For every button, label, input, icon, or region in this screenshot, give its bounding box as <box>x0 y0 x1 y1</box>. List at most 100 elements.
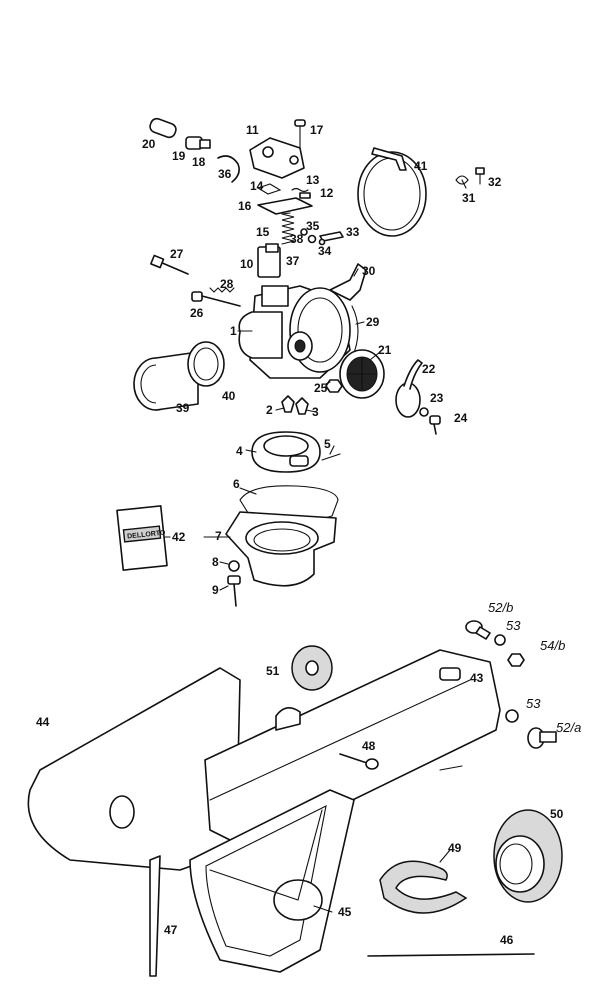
callout-33: 33 <box>346 225 360 239</box>
callout-44: 44 <box>36 715 50 729</box>
callout-42: 42 <box>172 530 186 544</box>
callout-48: 48 <box>362 739 376 753</box>
part-20-cap <box>149 117 177 139</box>
callout-7: 7 <box>215 529 222 543</box>
part-9-bolt <box>227 575 241 607</box>
part-24-screw <box>429 415 441 435</box>
callout-40: 40 <box>222 389 236 403</box>
callout-50: 50 <box>550 807 564 821</box>
callout-22: 22 <box>422 362 436 376</box>
part-54b-nut <box>507 653 525 667</box>
part-28-spring <box>209 287 235 293</box>
callout-24: 24 <box>454 411 468 425</box>
part-1-carburetor-body <box>238 285 351 379</box>
callout-52b: 52/b <box>488 600 513 615</box>
callout-36: 36 <box>218 167 232 181</box>
part-32-screw <box>475 167 485 185</box>
part-48-screw <box>339 753 379 770</box>
part-34-washer <box>318 238 326 246</box>
part-27-screw <box>150 254 189 275</box>
part-53-washer-top <box>494 634 506 646</box>
callout-13: 13 <box>306 173 320 187</box>
part-52a-screw <box>527 727 557 749</box>
callout-29: 29 <box>366 315 380 329</box>
part-16-plate <box>257 197 313 215</box>
callout-47: 47 <box>164 923 178 937</box>
callout-54b: 54/b <box>540 638 565 653</box>
callout-38: 38 <box>290 232 304 246</box>
callout-43: 43 <box>470 671 484 685</box>
part-31-spring-clip <box>455 175 469 189</box>
part-23-washer <box>419 407 429 417</box>
callout-4: 4 <box>236 444 243 458</box>
part-45-filter-frame <box>189 789 355 973</box>
callout-53-bottom: 53 <box>526 696 541 711</box>
callout-51: 51 <box>266 664 280 678</box>
callout-21: 21 <box>378 343 392 357</box>
part-7-manifold <box>225 511 337 587</box>
part-15-spring <box>281 213 295 245</box>
callout-2: 2 <box>266 403 273 417</box>
callout-16: 16 <box>238 199 252 213</box>
part-17-bolt <box>294 119 306 149</box>
part-26-screw <box>191 291 241 307</box>
part-2-jet <box>281 395 295 413</box>
part-12-pin <box>299 192 311 199</box>
callout-10: 10 <box>240 257 254 271</box>
leader-lines <box>163 212 463 913</box>
part-51-grommet <box>291 645 333 691</box>
part-19-screw <box>185 136 211 150</box>
callout-23: 23 <box>430 391 444 405</box>
callout-49: 49 <box>448 841 462 855</box>
part-21-mesh-filter <box>339 349 385 399</box>
part-50-filter-boot <box>493 809 563 903</box>
callout-25: 25 <box>314 381 328 395</box>
callout-45: 45 <box>338 905 352 919</box>
callout-30: 30 <box>362 264 376 278</box>
callout-15: 15 <box>256 225 270 239</box>
part-47-strap <box>149 855 161 977</box>
callout-14: 14 <box>250 179 264 193</box>
callout-53-top: 53 <box>506 618 521 633</box>
callout-37: 37 <box>286 254 300 268</box>
callout-3: 3 <box>312 405 319 419</box>
callout-27: 27 <box>170 247 184 261</box>
part-52b-screw <box>465 620 491 640</box>
part-42-label-card: DELLORTO <box>116 505 168 571</box>
part-30-bracket <box>329 263 367 301</box>
callout-32: 32 <box>488 175 502 189</box>
callout-6: 6 <box>233 477 240 491</box>
part-53-washer-bottom <box>505 709 519 723</box>
part-35-washer <box>300 228 308 236</box>
part-43-air-box <box>204 649 501 851</box>
part-25-nut <box>325 379 343 393</box>
callout-39: 39 <box>176 401 190 415</box>
label-card-text: DELLORTO <box>127 530 166 541</box>
callout-20: 20 <box>142 137 156 151</box>
callout-labels: 1 2 3 4 5 6 7 8 9 10 11 12 13 14 15 16 1… <box>36 123 581 947</box>
callout-5: 5 <box>324 437 331 451</box>
part-13-spring <box>291 187 309 193</box>
part-4-clamp-ring <box>251 431 321 473</box>
callout-34: 34 <box>318 244 332 258</box>
callout-52a: 52/a <box>556 720 581 735</box>
callout-1: 1 <box>230 324 237 338</box>
callout-12: 12 <box>320 186 334 200</box>
callout-17: 17 <box>310 123 324 137</box>
part-46-rod <box>367 953 535 957</box>
part-22-float <box>395 359 423 418</box>
callout-41: 41 <box>414 159 428 173</box>
callout-26: 26 <box>190 306 204 320</box>
part-40-ring <box>187 341 225 387</box>
callout-35: 35 <box>306 219 320 233</box>
part-41-clamp <box>357 147 427 237</box>
callout-31: 31 <box>462 191 476 205</box>
callout-18: 18 <box>192 155 206 169</box>
callout-46: 46 <box>500 933 514 947</box>
callout-28: 28 <box>220 277 234 291</box>
part-11-top-cover <box>249 137 305 179</box>
part-5-pin <box>321 453 341 461</box>
part-38-nut <box>307 234 317 244</box>
